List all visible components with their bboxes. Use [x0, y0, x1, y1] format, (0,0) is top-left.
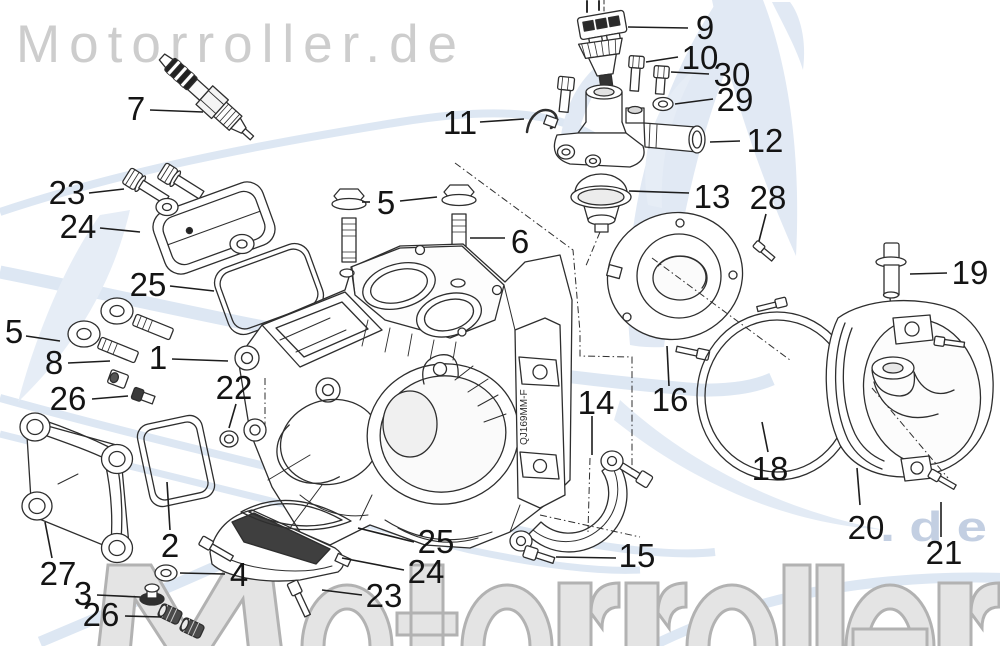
svg-text:5: 5	[5, 313, 23, 350]
svg-text:1: 1	[149, 339, 167, 376]
svg-text:25: 25	[418, 523, 455, 560]
svg-text:26: 26	[83, 596, 120, 633]
svg-text:4: 4	[230, 556, 248, 593]
svg-text:QJ169MM-F: QJ169MM-F	[519, 389, 530, 445]
svg-text:24: 24	[408, 553, 445, 590]
svg-text:9: 9	[696, 9, 714, 46]
svg-text:15: 15	[619, 537, 656, 574]
svg-text:10: 10	[682, 39, 719, 76]
svg-text:3: 3	[74, 575, 92, 612]
svg-text:25: 25	[130, 266, 167, 303]
svg-text:27: 27	[40, 555, 77, 592]
svg-text:2: 2	[161, 527, 179, 564]
svg-text:22: 22	[216, 369, 253, 406]
svg-text:16: 16	[652, 381, 689, 418]
svg-text:28: 28	[750, 179, 787, 216]
svg-text:8: 8	[45, 344, 63, 381]
svg-text:24: 24	[60, 208, 97, 245]
svg-text:23: 23	[366, 577, 403, 614]
svg-text:13: 13	[694, 178, 731, 215]
svg-text:21: 21	[926, 534, 963, 571]
svg-text:23: 23	[49, 174, 86, 211]
svg-text:11: 11	[443, 104, 477, 141]
svg-text:18: 18	[752, 450, 789, 487]
svg-text:6: 6	[511, 223, 529, 260]
svg-text:7: 7	[127, 90, 145, 127]
svg-text:30: 30	[714, 56, 751, 93]
svg-text:12: 12	[747, 122, 784, 159]
svg-text:5: 5	[377, 184, 395, 221]
svg-text:26: 26	[50, 380, 87, 417]
svg-text:14: 14	[578, 384, 615, 421]
svg-text:19: 19	[952, 254, 989, 291]
svg-text:20: 20	[848, 509, 885, 546]
svg-text:29: 29	[717, 81, 754, 118]
svg-text:.de: .de	[880, 504, 1000, 551]
svg-text:Motorroller.de: Motorroller.de	[16, 15, 466, 74]
